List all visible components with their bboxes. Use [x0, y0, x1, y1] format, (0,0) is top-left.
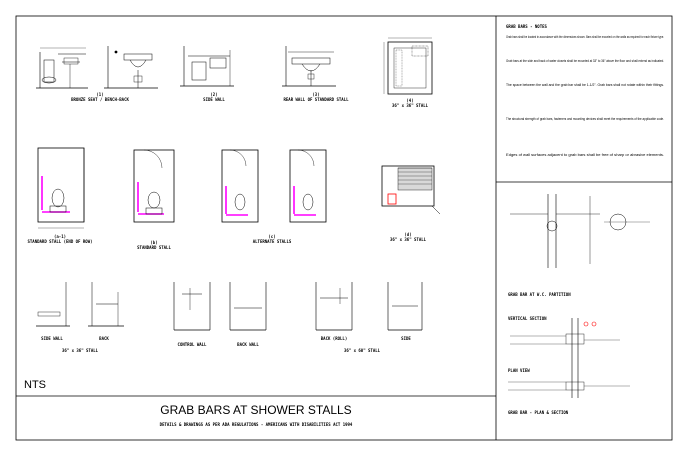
row3-control-wall: CONTROL WALL	[178, 342, 207, 347]
view-d-36x36-stall: (d) 36" x 36" STALL	[381, 165, 441, 242]
vertical-section-label: VERTICAL SECTION	[508, 316, 547, 321]
view-d-caption: 36" x 36" STALL	[390, 237, 427, 242]
notes-body: Grab bars shall be located in accordance…	[506, 35, 664, 157]
view-3-caption: REAR WALL OF STANDARD STALL	[283, 97, 349, 102]
row3-back: BACK	[99, 336, 109, 341]
view-1-bronze-seat: (1) BRONZE SEAT / BENCH-BACK	[36, 47, 129, 102]
view-1-num: (1)	[96, 92, 103, 97]
view-a1-caption: STANDARD STALL (END OF ROW)	[27, 239, 92, 244]
view-d-num: (d)	[404, 232, 411, 237]
notes-heading: GRAB BARS - NOTES	[506, 24, 548, 29]
plan-caption: GRAB BAR - PLAN & SECTION	[508, 410, 569, 415]
sheet-title: GRAB BARS AT SHOWER STALLS	[160, 403, 351, 417]
note-3: The space between the wall and the grab …	[506, 83, 664, 87]
view-2-num: (2)	[210, 92, 217, 97]
view-3-num: (3)	[312, 92, 319, 97]
partition-detail	[510, 194, 650, 268]
view-4-num: (4)	[406, 98, 413, 103]
view-c-caption: ALTERNATE STALLS	[253, 239, 292, 244]
row3-stall-36: 36" x 36" STALL	[62, 348, 99, 353]
note-2: Grab bars at the side and back of water …	[506, 59, 664, 63]
view-row3-back-wall: BACK WALL	[229, 282, 267, 347]
view-3-rear-wall: (3) REAR WALL OF STANDARD STALL	[282, 46, 349, 102]
row3-stall-60: 36" x 60" STALL	[344, 348, 381, 353]
view-4-caption: 36" x 36" STALL	[392, 103, 429, 108]
view-1-caption: BRONZE SEAT / BENCH-BACK	[71, 97, 129, 102]
view-row3-side-wall: SIDE WALL	[36, 282, 70, 341]
row3-side: SIDE	[401, 336, 411, 341]
view-row3-control-wall: CONTROL WALL	[173, 282, 211, 347]
view-c-alternate-stalls: (c) ALTERNATE STALLS	[221, 149, 327, 244]
view-row3-back: BACK	[88, 282, 124, 341]
seat-highlight	[387, 193, 397, 205]
note-5: Edges of wall surfaces adjacent to grab …	[506, 153, 664, 157]
view-row3-side: SIDE	[387, 282, 423, 341]
view-b-num: (b)	[150, 240, 157, 245]
view-b-caption: STANDARD STALL	[137, 245, 171, 250]
sheet-subtitle: DETAILS & DRAWINGS AS PER ADA REGULATION…	[160, 422, 353, 427]
plan-view-label: PLAN VIEW	[508, 368, 530, 373]
view-a1-num: (a-1)	[54, 234, 66, 239]
view-c-num: (c)	[268, 234, 275, 239]
row3-back-roll: BACK (ROLL)	[321, 336, 348, 341]
sheet-border	[15, 15, 673, 441]
partition-caption: GRAB BAR AT W.C. PARTITION	[508, 292, 571, 297]
view-a1-standard-stall-end: (a-1) STANDARD STALL (END OF ROW)	[27, 147, 93, 244]
note-4: The structural strength of grab bars, fa…	[506, 117, 664, 121]
vertical-section-detail	[510, 318, 630, 398]
view-b-standard-stall: (b) STANDARD STALL	[133, 149, 175, 250]
view-2-side-wall: (2) SIDE WALL	[180, 46, 234, 102]
view-2-caption: SIDE WALL	[203, 97, 225, 102]
note-1: Grab bars shall be located in accordance…	[506, 35, 664, 39]
view-row3-back-roll: BACK (ROLL)	[315, 282, 353, 341]
nts-label: NTS	[24, 379, 46, 391]
row3-back-wall: BACK WALL	[237, 342, 259, 347]
view-4-36x36-stall: (4) 36" x 36" STALL	[383, 37, 433, 108]
row3-side-wall: SIDE WALL	[41, 336, 63, 341]
view-1b-lavatory	[104, 46, 158, 89]
